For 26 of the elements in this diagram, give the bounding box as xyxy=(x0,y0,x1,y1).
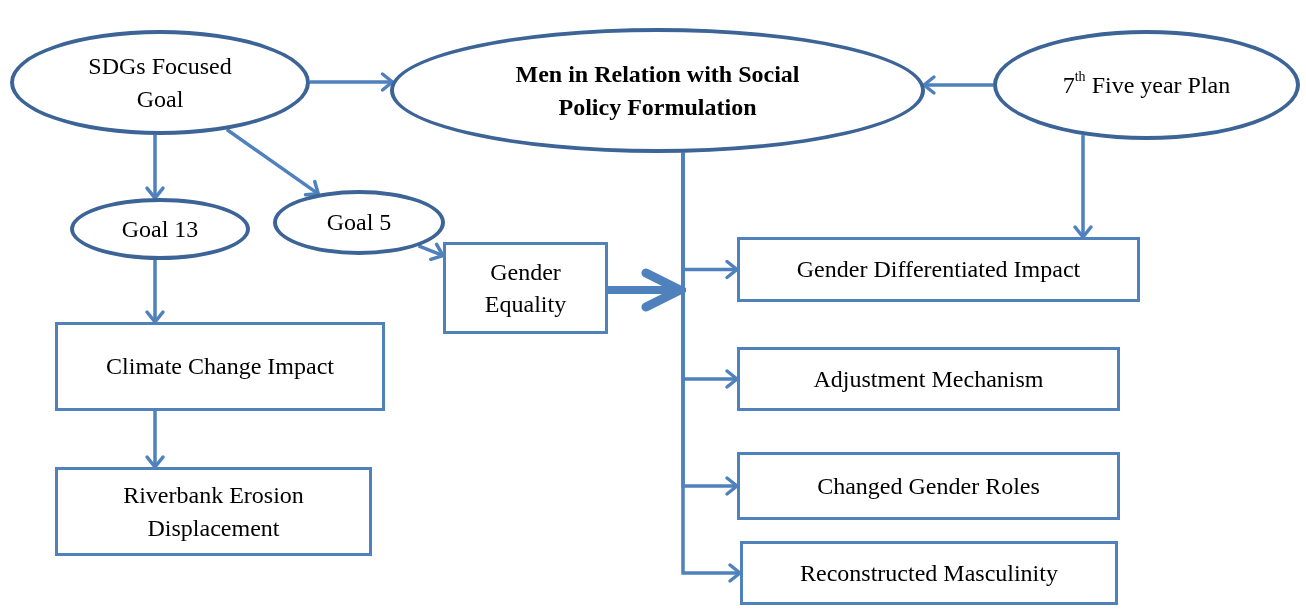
node-label: Goal 13 xyxy=(121,214,199,244)
arrow xyxy=(145,134,165,200)
topic-box xyxy=(737,347,1120,411)
node-label: Adjustment Mechanism xyxy=(813,364,1044,394)
arrow xyxy=(417,242,445,262)
node-label: Riverbank Erosion Displacement xyxy=(122,481,305,543)
topic-box xyxy=(737,237,1140,302)
node-label: Goal 5 xyxy=(326,208,392,238)
arrow xyxy=(681,152,742,583)
node-label: Reconstructed Masculinity xyxy=(800,558,1058,588)
topic-box xyxy=(55,467,372,556)
node-label: SDGs Focused Goal xyxy=(87,52,233,114)
node-label: Climate Change Impact xyxy=(106,352,334,382)
topic-box xyxy=(737,452,1120,520)
arrow xyxy=(145,411,165,469)
node-label: Gender Equality xyxy=(483,257,568,319)
topic-box xyxy=(740,541,1118,605)
node-label: Men in Relation with Social Policy Formulation xyxy=(514,60,801,122)
topic-ellipse xyxy=(273,190,445,255)
topic-box xyxy=(443,242,608,334)
node-label: Gender Differentiated Impact xyxy=(796,255,1081,285)
topic-box xyxy=(55,322,385,411)
node-label: 7$^{th}$ Five year Plan xyxy=(1062,68,1231,100)
node-label: Changed Gender Roles xyxy=(817,471,1040,501)
arrow xyxy=(145,259,165,324)
thick-arrow xyxy=(608,268,685,312)
